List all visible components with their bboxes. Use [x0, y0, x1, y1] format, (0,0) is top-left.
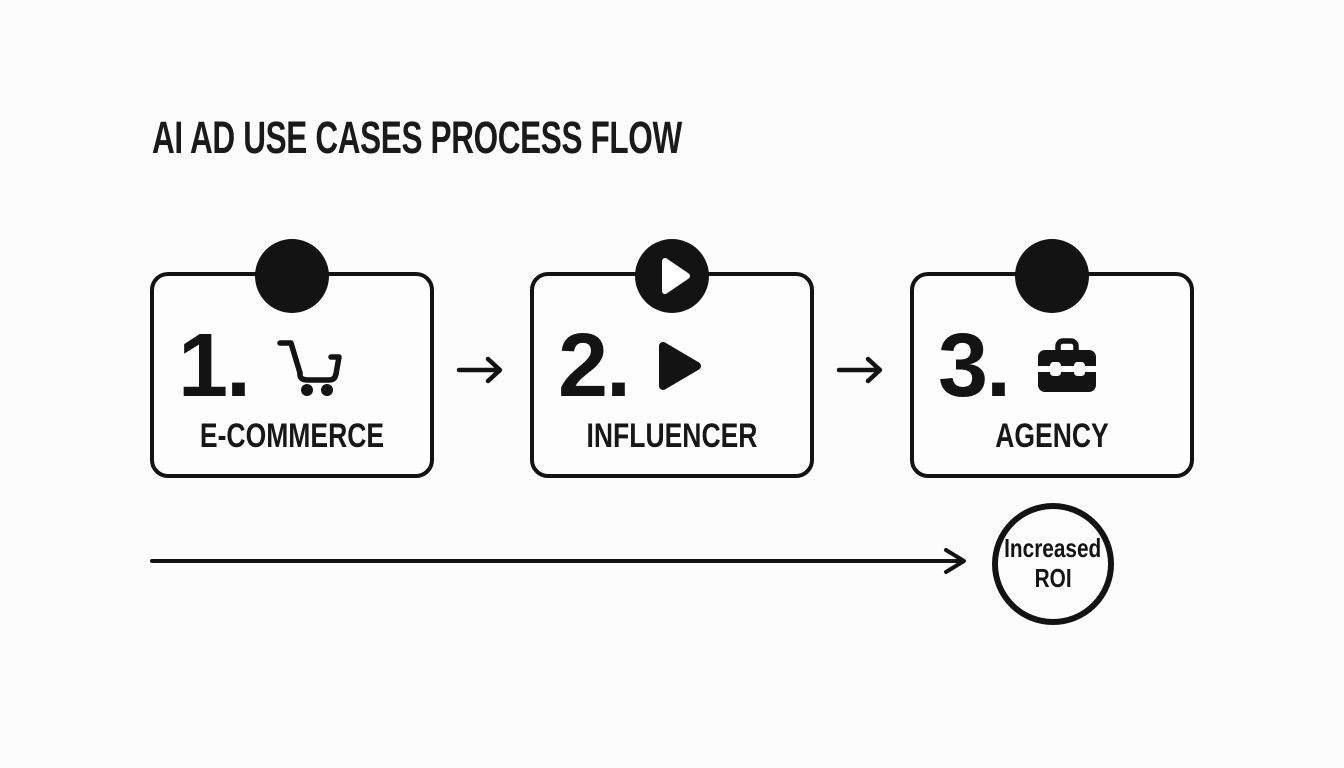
step-body: 2.: [558, 316, 703, 416]
long-right-arrow-icon: [148, 541, 988, 586]
step-box-ecommerce: 1. E-COMMERCE: [150, 239, 434, 478]
step-number: 1.: [178, 316, 251, 416]
step-box-agency: 3. AGENCY: [910, 239, 1194, 478]
step-badge-circle: [255, 239, 329, 313]
step-label: INFLUENCER: [586, 417, 758, 455]
briefcase-icon: [1035, 336, 1099, 396]
result-text-line1: Increased: [1004, 533, 1102, 564]
step-number: 3.: [938, 316, 1011, 416]
step-body: 3.: [938, 316, 1099, 416]
step-label: E-COMMERCE: [199, 417, 385, 455]
step-badge-circle: [1015, 239, 1089, 313]
play-circle-icon: [635, 239, 709, 313]
play-icon: [655, 338, 703, 394]
result-text-line2: ROI: [1034, 563, 1072, 593]
step-label: AGENCY: [995, 417, 1109, 455]
step-number: 2.: [558, 316, 631, 416]
result-badge: Increased ROI: [992, 503, 1114, 625]
shopping-cart-icon: [275, 335, 343, 397]
right-arrow-icon: [836, 352, 886, 393]
step-body: 1.: [178, 316, 343, 416]
right-arrow-icon: [456, 352, 506, 393]
page-title: AI AD USE CASES PROCESS FLOW: [152, 112, 682, 163]
step-box-influencer: 2. INFLUENCER: [530, 239, 814, 478]
